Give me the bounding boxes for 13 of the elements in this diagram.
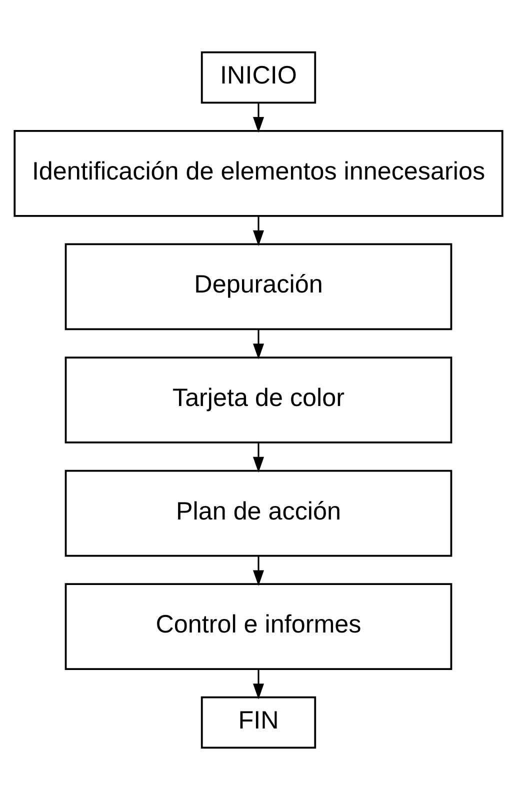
node-box: INICIO: [200, 50, 316, 104]
node-box: Identificación de elementos innecesarios: [14, 130, 504, 216]
node-box: Depuración: [64, 242, 452, 330]
arrow: [252, 328, 264, 359]
node-box: Plan de acción: [64, 469, 452, 556]
arrow: [252, 216, 264, 246]
arrow: [252, 102, 264, 132]
node-box: FIN: [200, 696, 316, 748]
arrow: [252, 442, 264, 472]
arrow: [252, 555, 264, 586]
node-box: Control e informes: [64, 582, 452, 670]
arrow: [252, 668, 264, 699]
node-box: Tarjeta de color: [64, 356, 452, 443]
